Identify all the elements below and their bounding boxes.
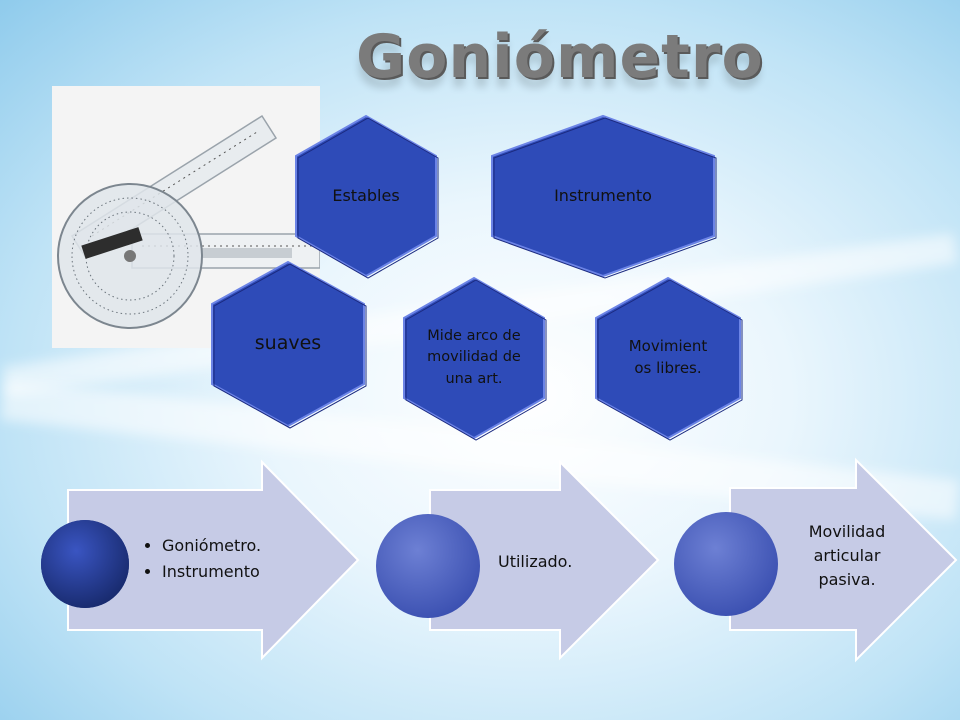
hex-movimientos: Movimient os libres. (592, 274, 744, 442)
list-item: Instrumento (162, 560, 261, 584)
bullet-list: Goniómetro. Instrumento (144, 534, 261, 584)
arrow-utilizado-label: Utilizado. (498, 552, 573, 571)
hex-mide: Mide arco de movilidad de una art. (400, 274, 548, 442)
arrow-goniometro-text: Goniómetro. Instrumento (144, 532, 261, 586)
hex-estables: Estables (292, 112, 440, 280)
slide-title: Goniómetro (356, 22, 764, 92)
arrow-goniometro: Goniómetro. Instrumento (40, 459, 360, 661)
hex-suaves: suaves (208, 258, 368, 430)
arrow-movilidad-label: Movilidad articular pasiva. (808, 522, 886, 589)
list-item: Goniómetro. (162, 534, 261, 558)
arrow-utilizado: Utilizado. (372, 459, 660, 661)
goniometer-dial (57, 183, 203, 329)
hex-instrumento: Instrumento (486, 112, 720, 280)
arrow-movilidad: Movilidad articular pasiva. (668, 457, 960, 663)
goniometer-photo (52, 86, 321, 348)
